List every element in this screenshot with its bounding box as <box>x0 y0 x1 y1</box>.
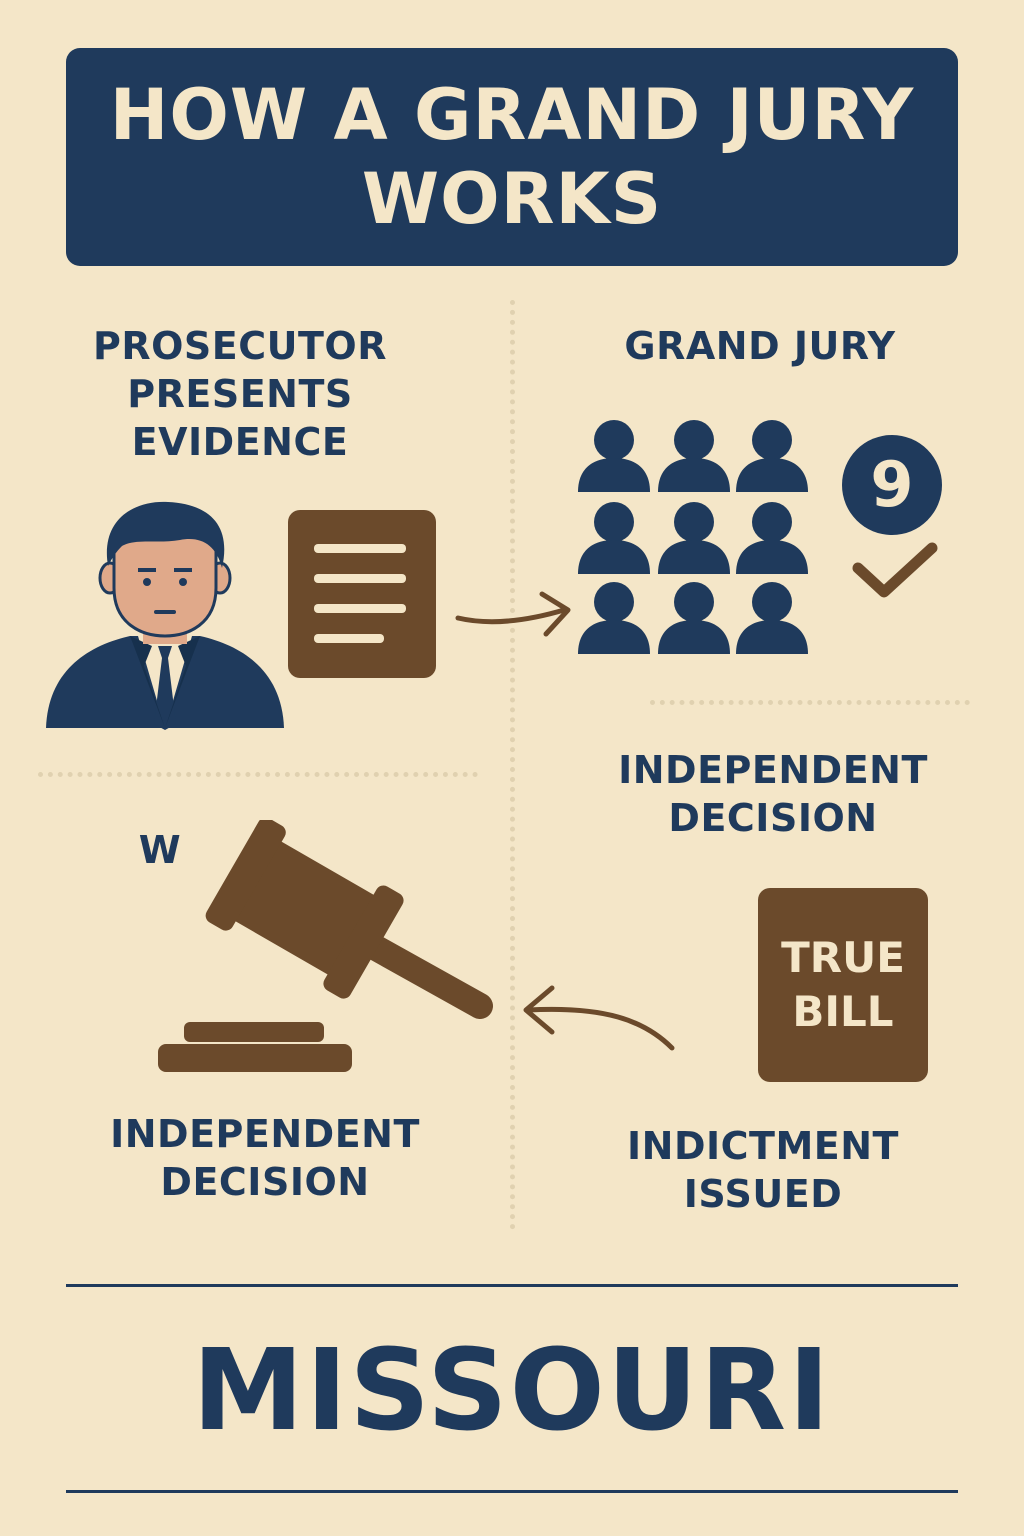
stray-letter: W <box>138 828 182 872</box>
checkmark-icon <box>852 542 938 598</box>
juror-icon <box>658 502 730 574</box>
title-banner: HOW A GRAND JURY WORKS <box>66 48 958 266</box>
step-independent-decision-right-label: INDEPENDENT DECISION <box>618 748 928 840</box>
juror-icon <box>578 420 650 492</box>
arrow-icon <box>523 985 675 1051</box>
step-indictment-issued-label: INDICTMENT ISSUED <box>627 1124 899 1216</box>
true-bill-label: TRUE BILL <box>781 933 905 1036</box>
juror-icon <box>578 582 650 654</box>
step-grand-jury-label: GRAND JURY <box>624 324 896 368</box>
step-independent-decision-left-label: INDEPENDENT DECISION <box>110 1112 420 1204</box>
footer-rule-bottom <box>66 1490 958 1493</box>
juror-icon <box>736 420 808 492</box>
arrow-icon <box>455 591 571 637</box>
juror-icon <box>658 420 730 492</box>
step-presents-evidence-label: PROSECUTOR PRESENTS EVIDENCE <box>93 324 387 464</box>
prosecutor-icon <box>46 501 284 730</box>
juror-icon <box>578 502 650 574</box>
divider-vertical <box>510 300 515 1230</box>
gavel-icon <box>158 820 493 1072</box>
divider-horizontal-left <box>38 772 478 777</box>
juror-grid <box>578 420 808 654</box>
footer-rule-top <box>66 1284 958 1287</box>
footer-state-name: MISSOURI <box>192 1326 832 1456</box>
document-icon <box>288 510 436 678</box>
page-title: HOW A GRAND JURY WORKS <box>109 74 915 240</box>
true-bill-document: TRUE BILL <box>758 888 928 1082</box>
juror-count: 9 <box>870 448 914 521</box>
juror-icon <box>736 582 808 654</box>
juror-icon <box>658 582 730 654</box>
divider-horizontal-right <box>650 700 970 705</box>
juror-count-badge: 9 <box>842 435 942 535</box>
juror-icon <box>736 502 808 574</box>
